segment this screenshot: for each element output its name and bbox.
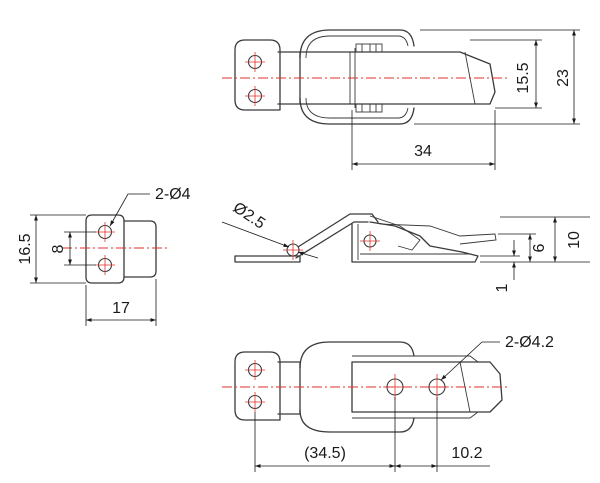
profile-view: Ø2.5 10 6 1	[221, 199, 590, 292]
side-view: 2-Ø4 16.5 8 17	[17, 186, 191, 326]
dim-top-height-inner: 15.5	[515, 62, 532, 93]
dim-bottom-hole-spacing: 10.2	[451, 445, 482, 462]
dim-top-length: 34	[414, 143, 432, 160]
bottom-view: 2-Ø4.2 (34.5) 10.2	[222, 334, 554, 472]
dim-side-height: 16.5	[17, 233, 34, 264]
dim-side-width: 17	[112, 300, 130, 317]
dim-profile-thickness: 1	[494, 283, 511, 292]
dim-side-hole-spacing: 8	[50, 244, 67, 253]
dim-pin-diameter: Ø2.5	[230, 199, 268, 233]
dim-top-height-outer: 23	[555, 69, 572, 87]
dim-profile-height: 10	[566, 231, 583, 249]
top-view: 15.5 23 34	[222, 29, 580, 170]
dim-bottom-length: (34.5)	[304, 445, 346, 462]
dim-side-holes: 2-Ø4	[155, 186, 191, 203]
dim-profile-step: 6	[531, 243, 548, 252]
dim-bottom-holes: 2-Ø4.2	[505, 334, 554, 351]
